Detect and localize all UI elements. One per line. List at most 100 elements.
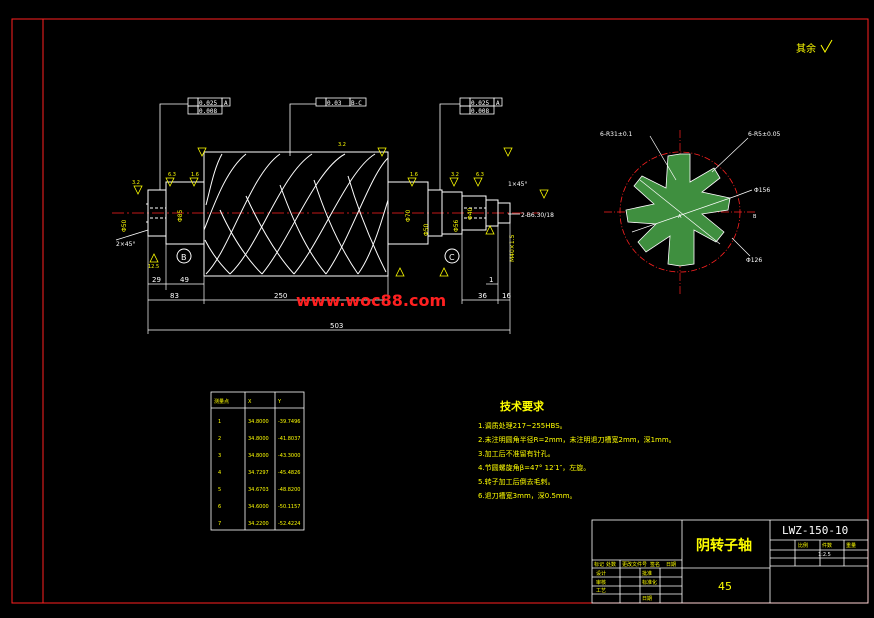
section-r31: 6-R31±0.1 — [600, 131, 633, 138]
dia-right-4: Φ40 — [467, 207, 474, 220]
table-cell: 6 — [218, 504, 221, 510]
tol-left-v1: 0.025 — [199, 100, 217, 107]
marker-b: B — [181, 253, 187, 262]
table-cell: -50.1157 — [278, 504, 300, 510]
tb-sign: 签名 — [650, 561, 660, 568]
title-block — [591, 519, 869, 604]
section-d156: Φ156 — [754, 187, 770, 194]
section-d126: Φ126 — [746, 257, 762, 264]
table-cell: 1 — [218, 419, 221, 425]
tol-right-v2: 0.008 — [471, 108, 489, 115]
view-markers — [176, 248, 460, 264]
thread-label: M40×1.5 — [509, 234, 516, 262]
table-cell: -41.8037 — [278, 436, 300, 442]
roughness-marks — [133, 147, 549, 277]
table-cell: 34.6703 — [248, 487, 269, 493]
rough-f: 3.2 — [451, 172, 459, 178]
count-label: 件数 — [822, 542, 832, 549]
part-name: 阴转子轴 — [696, 537, 752, 554]
tolerance-leaders — [159, 97, 503, 190]
table-cell: 34.2200 — [248, 521, 269, 527]
center-hole: 2-B6.30/18 — [521, 212, 554, 219]
table-cell: 5 — [218, 487, 221, 493]
inner-frame — [42, 18, 869, 604]
section-view — [604, 130, 756, 294]
tol-mid-v1: 0.03 — [327, 100, 342, 107]
tech-item: 2.未注明圆角半径R=2mm，未注明退刀槽宽2mm，深1mm。 — [478, 435, 676, 444]
dia-right-2: Φ50 — [423, 223, 430, 236]
coordinate-table — [210, 391, 305, 531]
tb-date2: 日期 — [642, 596, 652, 602]
marker-c: C — [449, 253, 455, 262]
table-cell: 34.8000 — [248, 419, 269, 425]
dia-right-1: Φ70 — [405, 209, 412, 222]
table-header-cell: 测量点 — [214, 398, 229, 405]
dim-49: 49 — [180, 276, 189, 284]
tb-approve: 批准 — [642, 570, 652, 577]
tech-item: 5.转子加工后倒去毛刺。 — [478, 477, 555, 486]
table-cell: 34.7297 — [248, 470, 269, 476]
dim-83: 83 — [170, 292, 179, 300]
table-cell: 3 — [218, 453, 221, 459]
material: 45 — [718, 580, 732, 593]
tech-requirements: 1.调质处理217~255HBS。 2.未注明圆角半径R=2mm，未注明退刀槽宽2… — [478, 421, 676, 500]
shaft-main-view — [112, 151, 540, 277]
table-cell: -45.4826 — [278, 470, 300, 476]
tech-item: 1.调质处理217~255HBS。 — [478, 421, 567, 430]
table-header-cell: Y — [277, 399, 282, 405]
dim-503: 503 — [330, 322, 343, 330]
tol-left-v2: 0.008 — [199, 108, 217, 115]
tb-design: 设计 — [596, 570, 606, 577]
watermark: www.woc88.com — [296, 291, 446, 310]
section-b: B — [753, 214, 757, 220]
tech-item: 4.节圆螺旋角β=47° 12′1″，左旋。 — [478, 463, 590, 472]
drawing-number: LWZ-150-10 — [782, 524, 848, 537]
dim-1: 1 — [489, 276, 493, 284]
weight-label: 重量 — [846, 542, 856, 549]
table-cell: 34.8000 — [248, 453, 269, 459]
tech-item: 6.退刀槽宽3mm，深0.5mm。 — [478, 491, 577, 500]
tol-right-v1: 0.025 — [471, 100, 489, 107]
chamfer-left: 2×45° — [116, 241, 135, 248]
section-a: A — [678, 214, 682, 220]
rough-c: 1.6 — [191, 172, 199, 178]
roughness-symbol — [820, 39, 833, 53]
tb-file: 更改文件号 — [622, 561, 647, 568]
dia-left-2: Φ85 — [177, 209, 184, 222]
chamfer-leader-left — [115, 229, 149, 241]
dim-36: 36 — [478, 292, 487, 300]
table-cell: 7 — [218, 521, 221, 527]
tb-process: 工艺 — [596, 588, 606, 594]
table-cell: 34.6000 — [248, 504, 269, 510]
tol-left-ref: A — [224, 100, 228, 107]
tb-count: 处数 — [606, 561, 616, 568]
table-header-cell: X — [248, 399, 252, 405]
section-r5: 6-R5±0.05 — [748, 131, 781, 138]
table-cell: -43.3000 — [278, 453, 300, 459]
tol-right-ref: A — [496, 100, 500, 107]
dim-16: 16 — [502, 292, 511, 300]
helical-lobes — [203, 153, 389, 275]
surface-note: 其余 — [796, 42, 816, 55]
rough-d: 3.2 — [338, 142, 346, 148]
rough-g: 6.3 — [476, 172, 484, 178]
tech-item: 3.加工后不准留有针孔。 — [478, 449, 555, 458]
dim-29: 29 — [152, 276, 161, 284]
rough-b: 6.3 — [168, 172, 176, 178]
dia-right-3: Φ56 — [453, 219, 460, 232]
dim-250: 250 — [274, 292, 287, 300]
chamfer-right: 1×45° — [508, 181, 527, 188]
rough-a: 3.2 — [132, 180, 140, 186]
tech-title: 技术要求 — [500, 399, 545, 413]
dia-left-1: Φ50 — [121, 219, 128, 232]
table-cell: -39.7496 — [278, 419, 300, 425]
tb-std: 标准化 — [642, 579, 657, 586]
tb-check: 审核 — [596, 579, 606, 586]
dimension-lines — [147, 223, 511, 334]
table-text: 测量点 X Y 1 34.8000 -39.7496 2 34.8000 -41.8037 3 34… — [214, 398, 300, 527]
tol-mid-ref: B-C — [351, 100, 362, 107]
tb-mark: 标记 — [594, 561, 604, 568]
table-cell: 2 — [218, 436, 221, 442]
tb-date: 日期 — [666, 562, 676, 568]
